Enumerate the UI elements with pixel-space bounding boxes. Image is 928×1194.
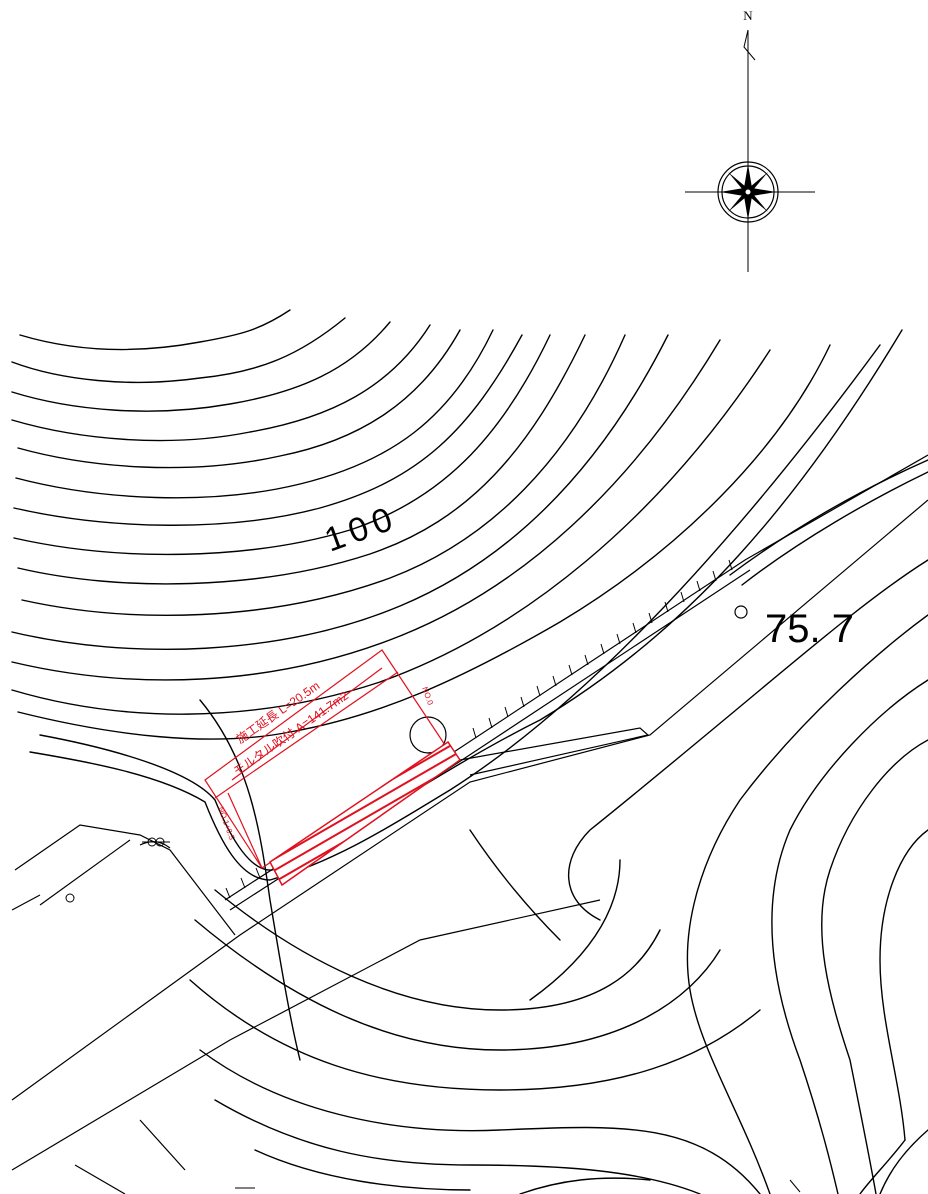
- north-arrow: N: [685, 8, 815, 272]
- mortar-spray-hatched-area: [269, 740, 462, 887]
- utility-pole-icon: [142, 837, 170, 847]
- spot-height-marker-icon: [734, 605, 748, 619]
- station-end-label: NO.0: [420, 686, 435, 707]
- compass-rose-icon: [717, 161, 779, 223]
- road: [11, 454, 928, 1194]
- spot-height-label: 75. 7: [765, 607, 854, 651]
- contour-lines-upper: [11, 309, 903, 881]
- contour-lines-lower: [189, 459, 928, 1194]
- slope-toe-ticks: [225, 559, 733, 899]
- north-label: N: [743, 8, 753, 23]
- survey-point-icon: [65, 893, 75, 903]
- contour-label-100: 100: [320, 498, 403, 559]
